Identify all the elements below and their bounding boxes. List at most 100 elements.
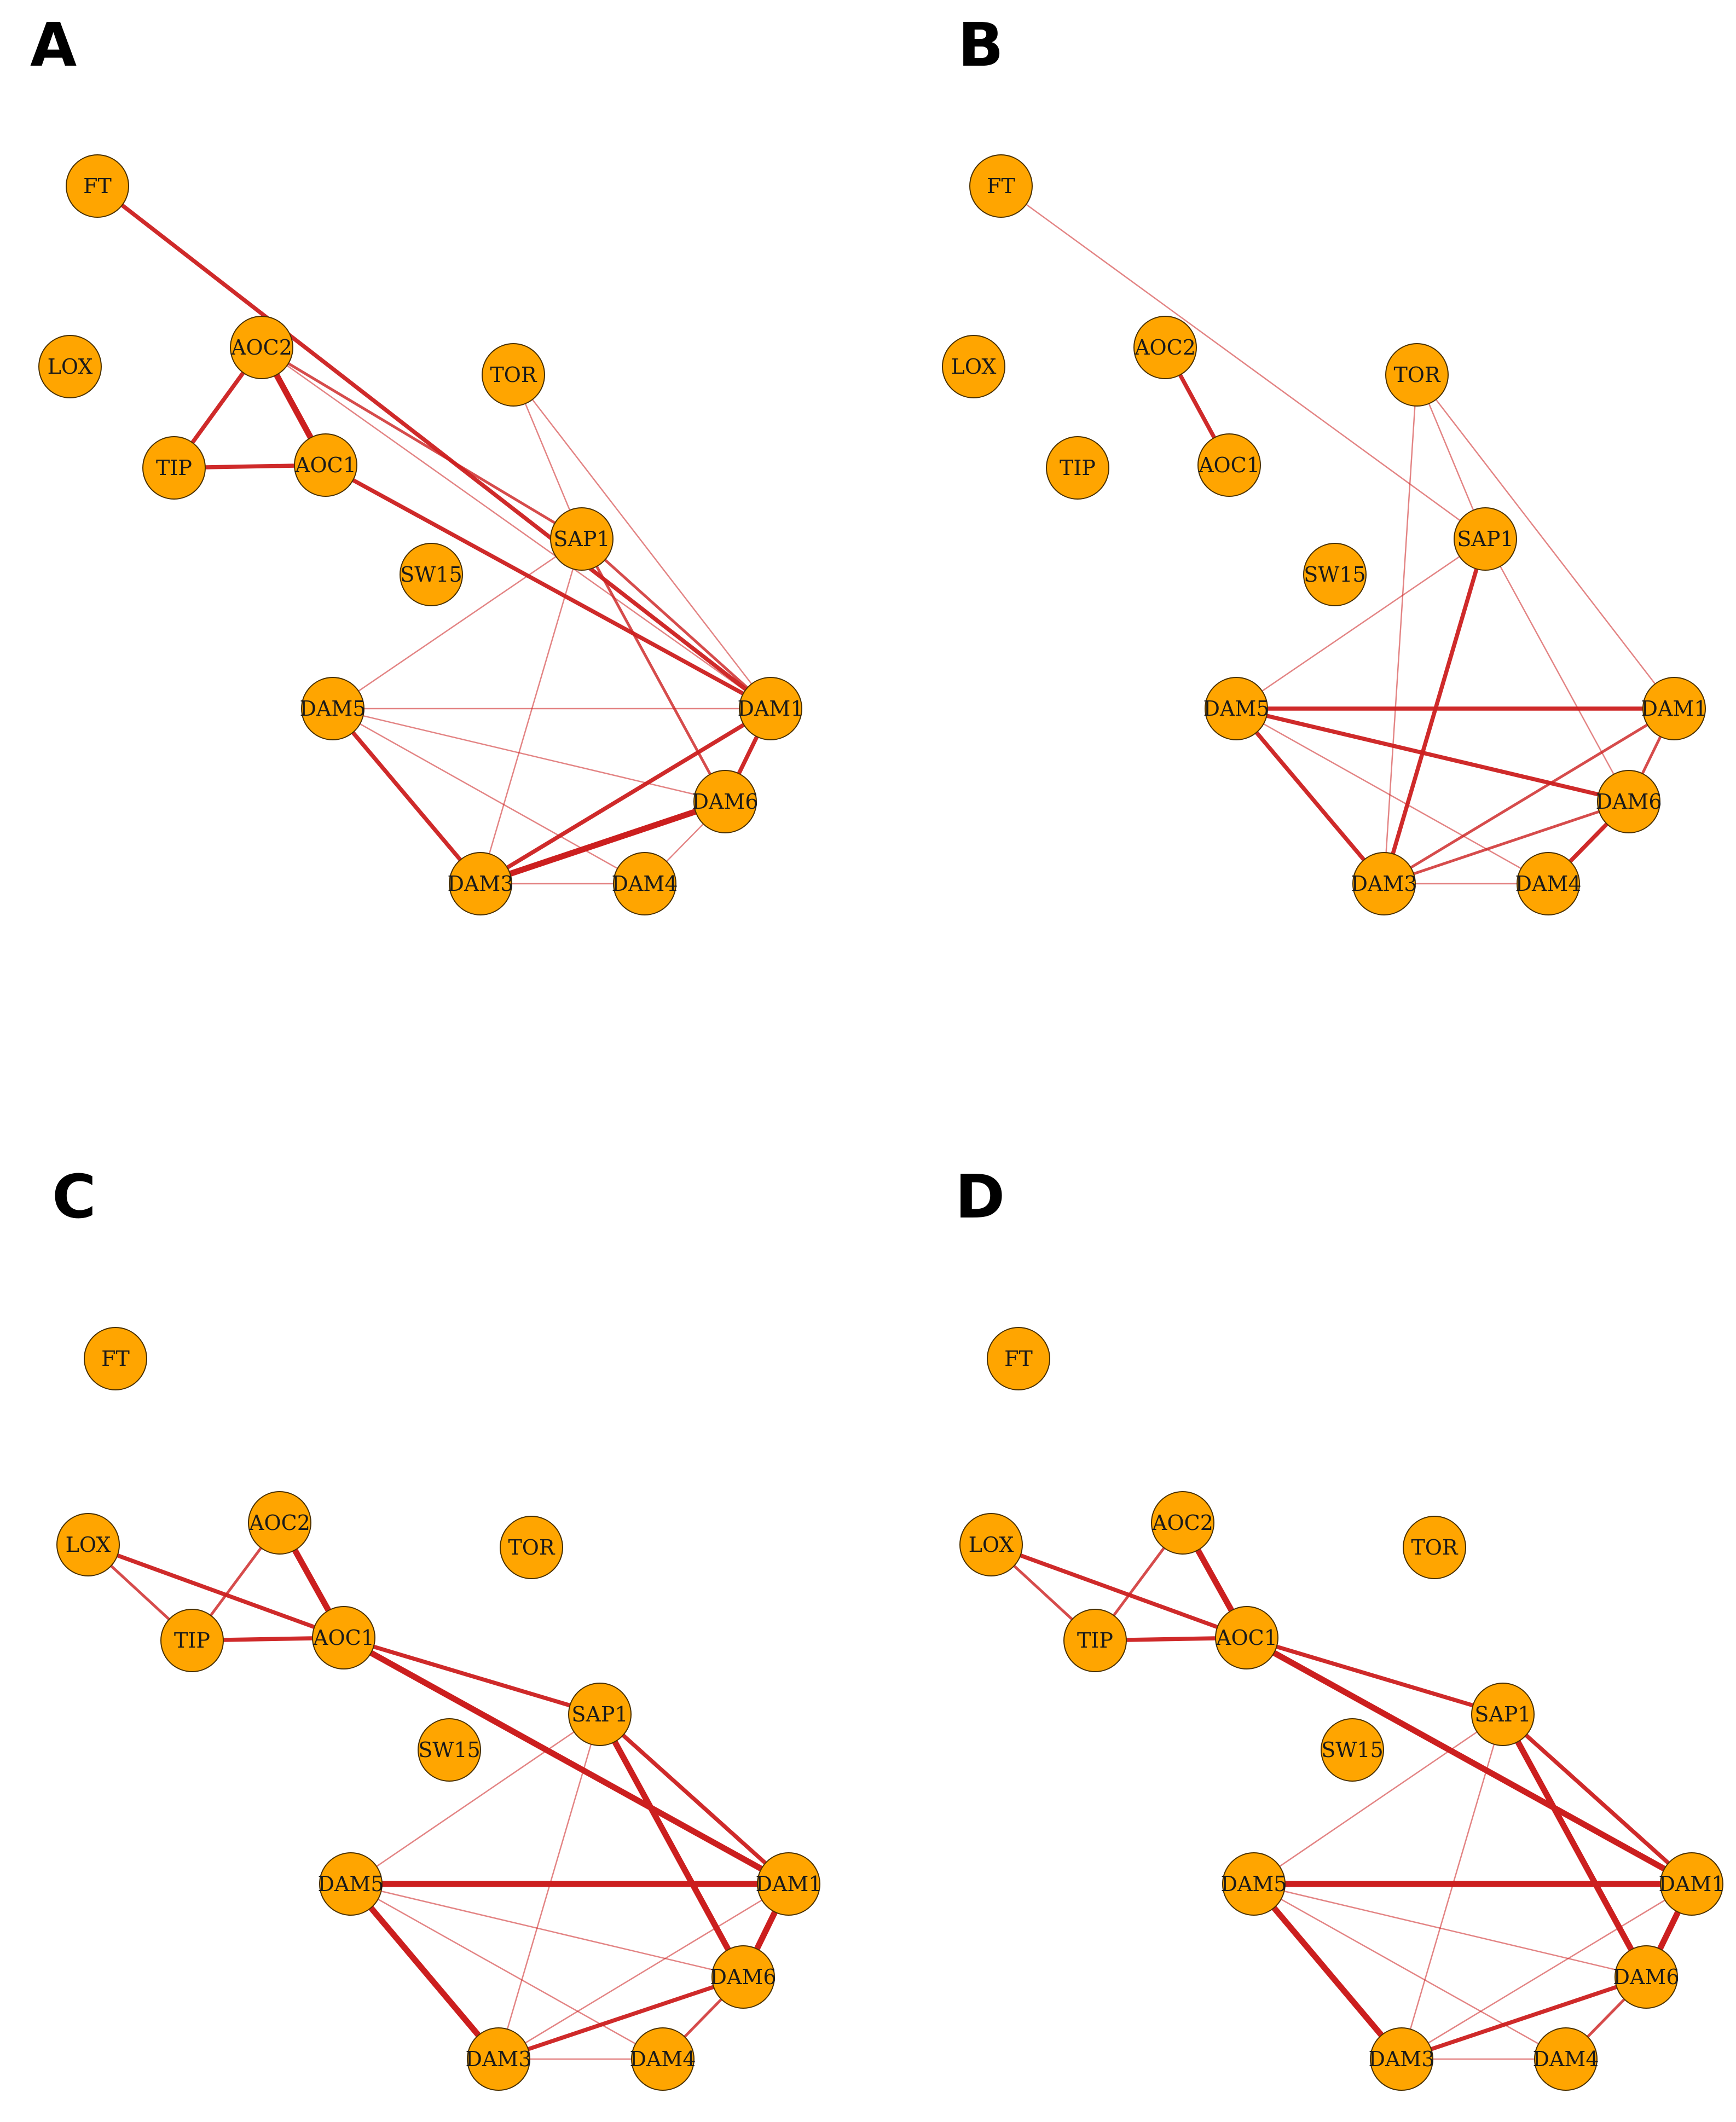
edge-dam1-dam3 xyxy=(1382,707,1676,885)
node-circle xyxy=(400,543,463,606)
node-circle xyxy=(1471,1683,1535,1746)
node-label: TIP xyxy=(1060,456,1096,480)
panel-letter-d: D xyxy=(955,1162,1005,1232)
node-circle xyxy=(294,433,357,497)
edge-dam5-dam3 xyxy=(1251,1881,1405,2062)
node-circle xyxy=(631,2027,695,2091)
node-sap1: SAP1 xyxy=(550,507,614,571)
edge-aoc1-sap1 xyxy=(1245,1636,1505,1717)
node-label: DAM5 xyxy=(318,1872,384,1896)
node-circle xyxy=(1517,852,1580,915)
node-label: FT xyxy=(1004,1347,1033,1371)
node-sap1: SAP1 xyxy=(568,1683,632,1746)
edge-dam5-dam3 xyxy=(331,706,483,886)
node-tip: TIP xyxy=(1046,436,1109,500)
node-aoc2: AOC2 xyxy=(1151,1491,1214,1555)
edge-dam5-dam4 xyxy=(1253,1883,1567,2060)
node-dam3: DAM3 xyxy=(1369,2027,1435,2091)
node-tor: TOR xyxy=(1385,343,1449,407)
edge-sap1-dam3 xyxy=(1382,537,1488,886)
node-dam5: DAM5 xyxy=(1221,1852,1287,1916)
node-label: DAM6 xyxy=(1596,790,1662,814)
edge-dam5-dam3 xyxy=(1234,706,1386,886)
edge-dam5-dam4 xyxy=(332,708,646,885)
edge-dam5-dam6 xyxy=(350,1883,744,1978)
node-dam5: DAM5 xyxy=(1203,677,1270,740)
node-sw15: SW15 xyxy=(418,1718,481,1782)
node-label: AOC1 xyxy=(313,1626,374,1650)
node-label: TIP xyxy=(1077,1628,1113,1653)
panel-letter-a: A xyxy=(30,10,77,80)
edge-sap1-dam6 xyxy=(597,1711,747,1980)
node-circle xyxy=(66,154,129,218)
node-circle xyxy=(1454,507,1517,571)
node-label: SW15 xyxy=(1304,563,1365,587)
node-dam5: DAM5 xyxy=(318,1852,384,1916)
edge-dam1-dam3 xyxy=(1401,1883,1693,2060)
node-label: TIP xyxy=(156,456,192,480)
node-dam4: DAM4 xyxy=(630,2027,696,2091)
node-circle xyxy=(693,770,757,833)
node-circle xyxy=(1215,1606,1278,1669)
edge-sap1-dam5 xyxy=(350,1713,601,1885)
node-circle xyxy=(550,507,614,571)
edge-sap1-dam5 xyxy=(1235,538,1486,710)
node-aoc2: AOC2 xyxy=(230,316,293,379)
node-label: AOC2 xyxy=(248,1511,310,1535)
edge-ft-dam1 xyxy=(95,184,773,711)
node-label: DAM5 xyxy=(1221,1872,1287,1896)
node-label: DAM3 xyxy=(448,872,514,896)
node-circle xyxy=(1597,770,1660,833)
node-dam6: DAM6 xyxy=(1596,770,1662,833)
node-circle xyxy=(84,1327,147,1390)
node-label: SW15 xyxy=(418,1738,480,1762)
node-circle xyxy=(942,335,1005,398)
node-tip: TIP xyxy=(160,1609,224,1672)
edge-dam6-dam3 xyxy=(496,1975,745,2061)
node-circle xyxy=(160,1609,224,1672)
node-tip: TIP xyxy=(142,436,206,500)
node-circle xyxy=(1370,2027,1433,2091)
node-label: TOR xyxy=(1393,363,1440,387)
node-sap1: SAP1 xyxy=(1471,1683,1535,1746)
node-label: DAM4 xyxy=(1533,2047,1599,2071)
node-circle xyxy=(1403,1516,1466,1579)
edge-sap1-dam1 xyxy=(598,1712,791,1886)
node-circle xyxy=(613,852,676,915)
edge-sap1-dam6 xyxy=(1500,1711,1650,1980)
node-circle xyxy=(1303,543,1367,606)
node-label: LOX xyxy=(48,355,93,379)
node-sw15: SW15 xyxy=(400,543,463,606)
node-label: DAM1 xyxy=(1641,697,1708,721)
node-label: DAM3 xyxy=(1369,2047,1435,2071)
node-circle xyxy=(1642,677,1706,740)
edge-dam6-dam3 xyxy=(1382,800,1630,885)
edge-aoc1-sap1 xyxy=(342,1636,602,1717)
node-circle xyxy=(1222,1852,1286,1916)
node-label: TIP xyxy=(174,1628,210,1653)
node-label: LOX xyxy=(66,1533,111,1557)
node-ft: FT xyxy=(987,1327,1050,1390)
node-circle xyxy=(1352,852,1416,915)
node-tor: TOR xyxy=(1403,1516,1466,1579)
node-sap1: SAP1 xyxy=(1454,507,1517,571)
node-circle xyxy=(739,677,802,740)
node-circle xyxy=(500,1516,563,1579)
edge-dam6-dam3 xyxy=(1399,1975,1648,2061)
node-ft: FT xyxy=(66,154,129,218)
node-circle xyxy=(1615,1945,1678,2009)
node-circle xyxy=(38,335,102,398)
node-lox: LOX xyxy=(56,1513,120,1576)
node-dam6: DAM6 xyxy=(1613,1945,1680,2009)
node-circle xyxy=(312,1606,375,1669)
node-label: SAP1 xyxy=(1457,527,1513,551)
node-label: DAM4 xyxy=(612,872,678,896)
node-label: AOC1 xyxy=(1198,453,1260,477)
edge-lox-aoc1 xyxy=(86,1543,346,1640)
node-circle xyxy=(1205,677,1268,740)
node-label: DAM6 xyxy=(1613,1965,1680,1989)
edge-sap1-dam5 xyxy=(332,538,583,710)
node-circle xyxy=(418,1718,481,1782)
